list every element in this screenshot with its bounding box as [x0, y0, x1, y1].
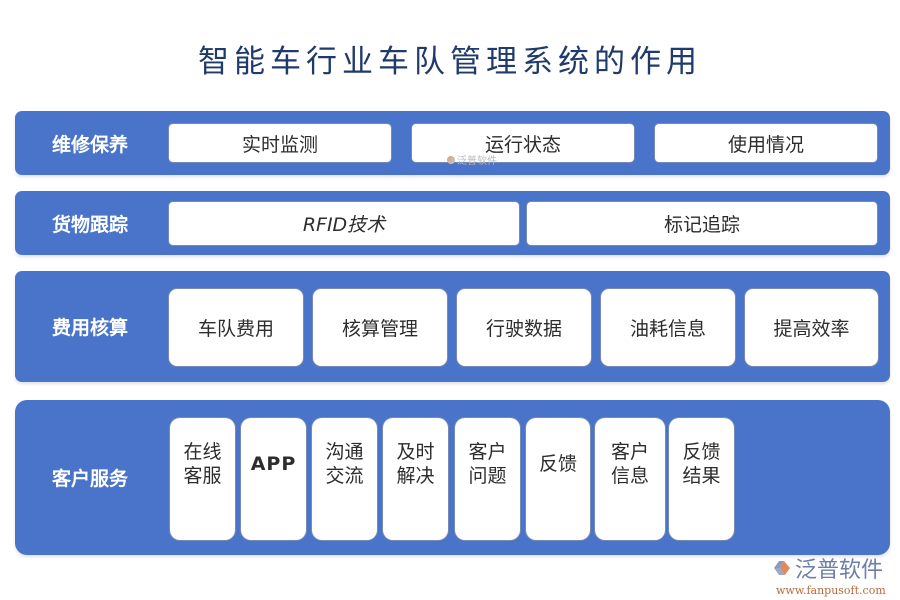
item-realtime-monitoring: 实时监测 [169, 124, 391, 162]
item-rfid: RFID技术 [169, 202, 519, 245]
item-usage: 使用情况 [655, 124, 877, 162]
item-driving-data: 行驶数据 [457, 289, 591, 366]
section-customer-service: 客户服务 在线 客服 APP 沟通 交流 及时 解决 客户 问题 反馈 客户 信… [15, 400, 890, 555]
item-fleet-cost: 车队费用 [169, 289, 303, 366]
item-feedback: 反馈 [526, 418, 590, 540]
item-app: APP [241, 418, 306, 540]
item-communication: 沟通 交流 [312, 418, 377, 540]
page-title: 智能车行业车队管理系统的作用 [198, 44, 702, 80]
section-label: 费用核算 [51, 317, 128, 339]
item-efficiency: 提高效率 [745, 289, 878, 366]
item-timely-resolve: 及时 解决 [383, 418, 448, 540]
item-online-service: 在线 客服 [170, 418, 235, 540]
logo-icon [774, 561, 790, 575]
section-label: 货物跟踪 [51, 213, 128, 236]
section-cost-accounting: 费用核算 车队费用 核算管理 行驶数据 油耗信息 提高效率 [15, 271, 890, 382]
item-mark-tracking: 标记追踪 [527, 202, 877, 245]
logo-icon [447, 155, 455, 164]
item-customer-issues: 客户 问题 [455, 418, 520, 540]
item-accounting-mgmt: 核算管理 [313, 289, 447, 366]
section-cargo-tracking: 货物跟踪 RFID技术 标记追踪 [15, 191, 890, 255]
brand-logo: 泛普软件 www.fanpusoft.com [772, 552, 897, 598]
section-label: 维修保养 [51, 133, 128, 156]
item-running-status: 运行状态 [412, 124, 634, 162]
item-customer-info: 客户 信息 [595, 418, 665, 540]
item-fuel-info: 油耗信息 [601, 289, 735, 366]
section-label: 客户服务 [51, 468, 128, 490]
item-feedback-result: 反馈 结果 [669, 418, 734, 540]
watermark: 泛普软件 [447, 152, 497, 167]
